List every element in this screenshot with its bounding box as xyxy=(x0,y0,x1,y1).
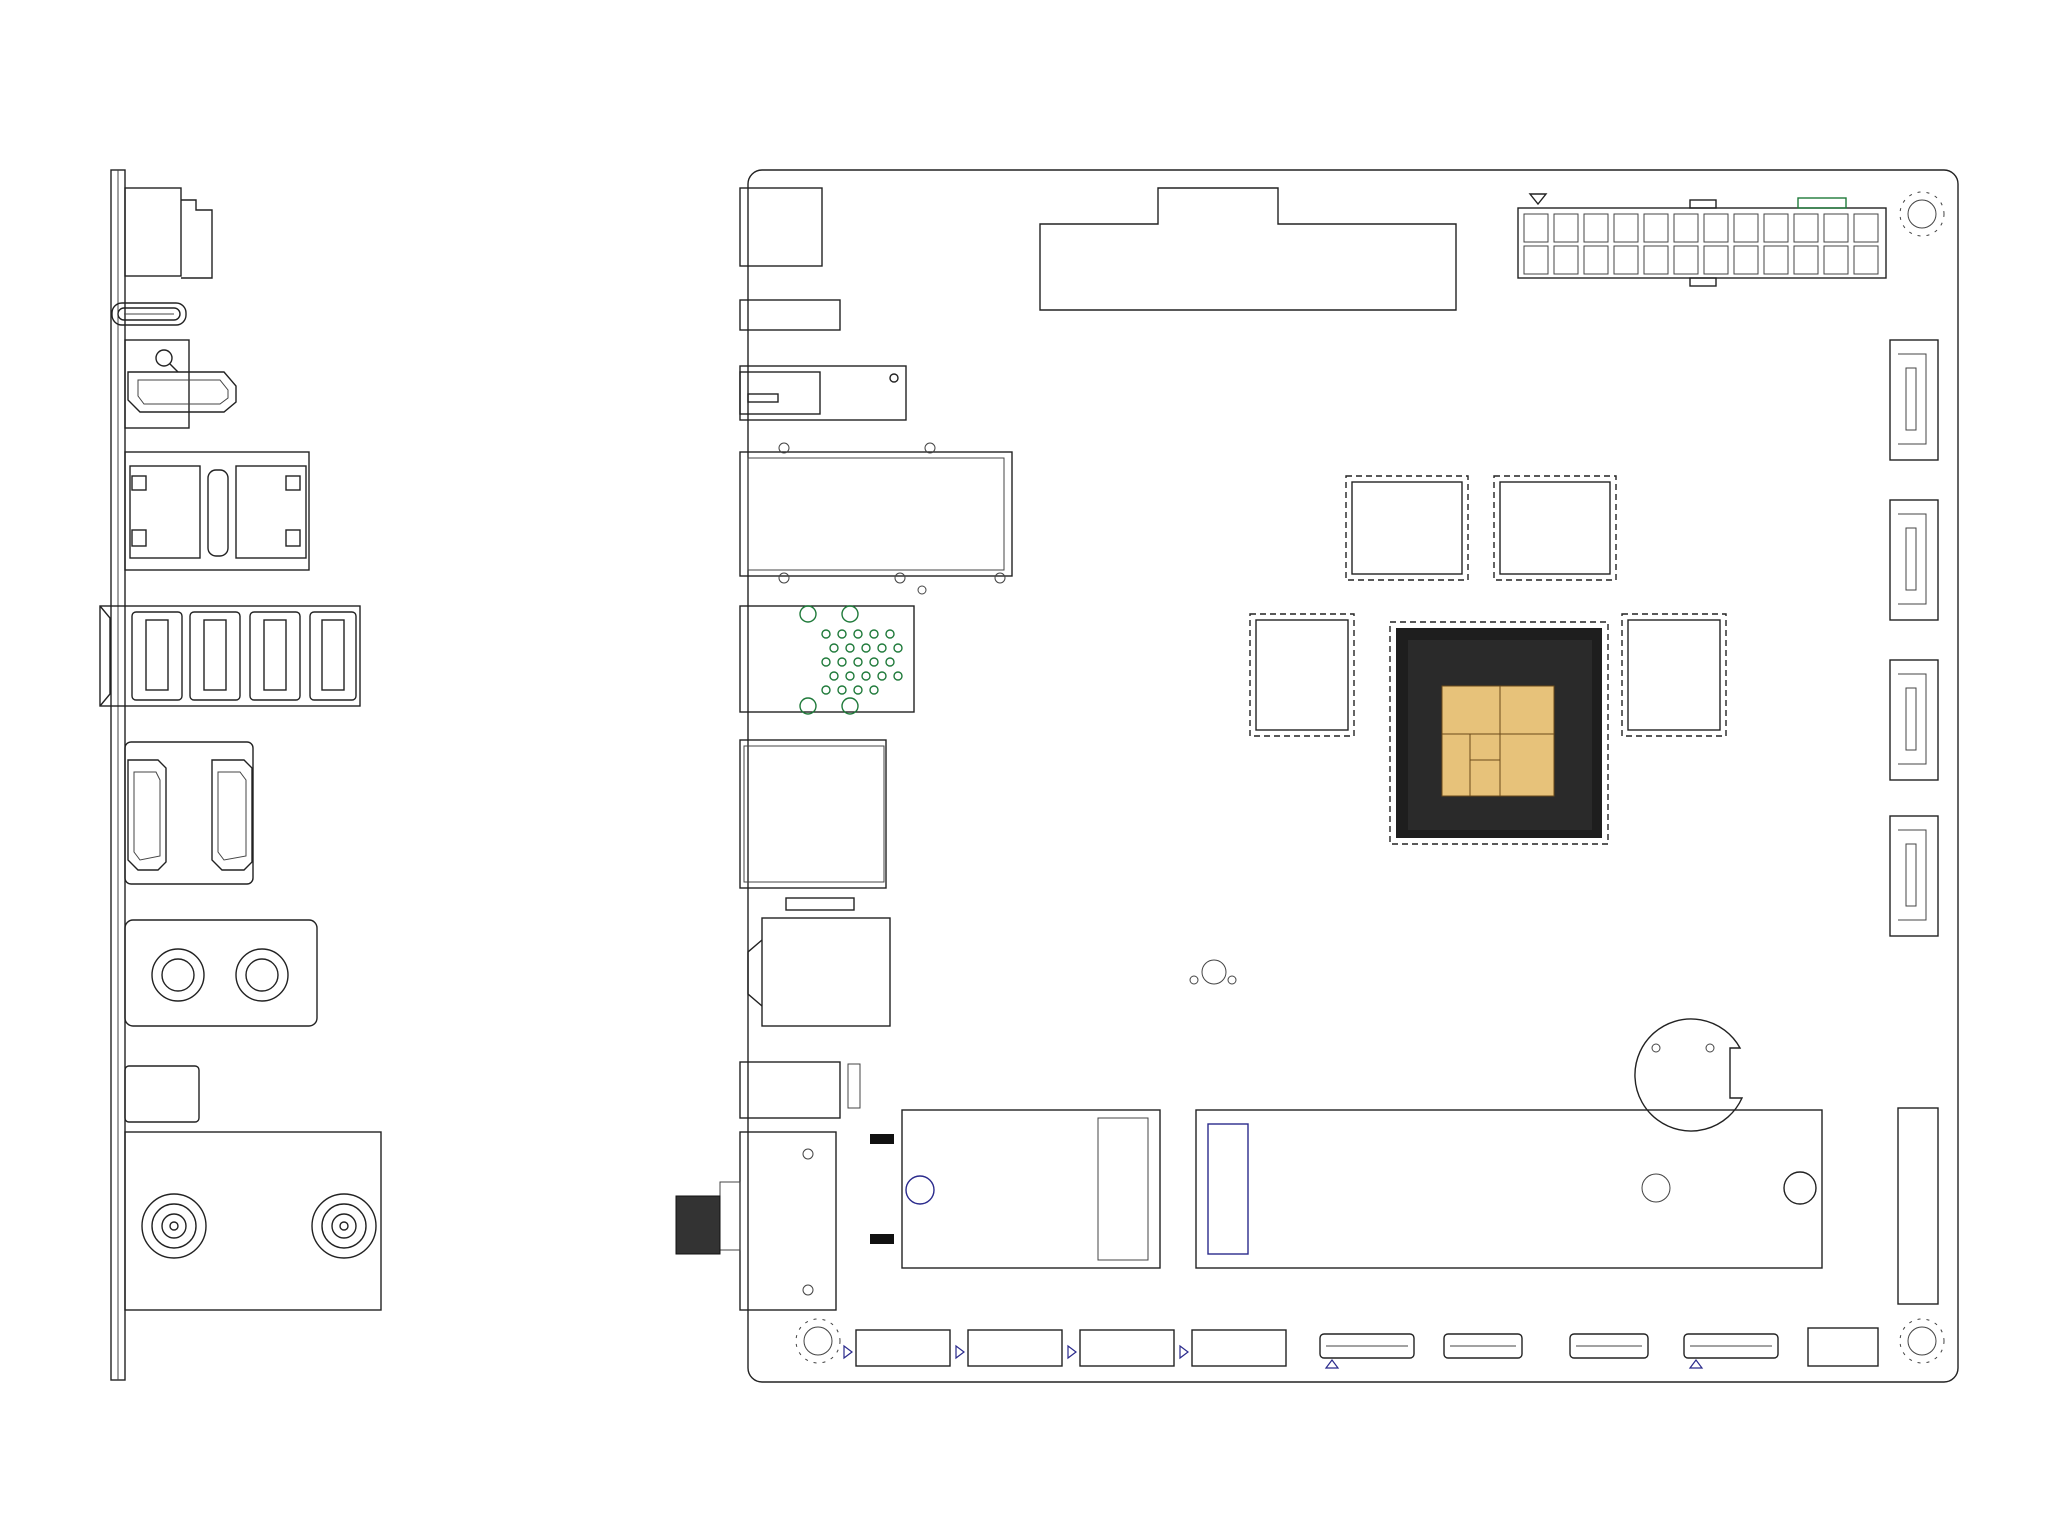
right-edge-header xyxy=(1897,1107,1939,1305)
audio-top xyxy=(747,917,891,1027)
usb-stack-top xyxy=(739,605,915,715)
dual-sma-antenna xyxy=(124,1131,382,1311)
side-view xyxy=(99,169,382,1381)
small-fpc-connector xyxy=(1807,1327,1879,1367)
small-holes xyxy=(1189,959,1237,985)
memory-chip-1 xyxy=(1345,475,1469,581)
usb-c-port xyxy=(111,302,187,326)
dual-rj45-port xyxy=(124,451,310,571)
atx-power-connector xyxy=(1517,193,1887,287)
m2-slot-2 xyxy=(1195,1109,1823,1269)
coin-battery xyxy=(1634,1018,1744,1132)
fpc-connector-1 xyxy=(1319,1333,1415,1369)
soc-package xyxy=(1389,621,1609,845)
quad-usb-a-port xyxy=(99,605,361,707)
magnifier-icon xyxy=(155,349,173,367)
memory-chip-4 xyxy=(1621,613,1727,737)
mounting-hole-bottom-right xyxy=(1899,1318,1945,1364)
board-outline xyxy=(747,169,1959,1383)
memory-chip-2 xyxy=(1493,475,1617,581)
wide-top-connector xyxy=(1039,187,1457,311)
dual-audio-jack xyxy=(124,919,318,1027)
sma-top xyxy=(675,1131,837,1311)
sata-port-1 xyxy=(1889,339,1939,461)
header-block-2 xyxy=(955,1329,1063,1367)
fpc-connector-4 xyxy=(1683,1333,1779,1369)
sata-port-3 xyxy=(1889,659,1939,781)
mounting-hole-top-right xyxy=(1899,191,1945,237)
header-block-3 xyxy=(1067,1329,1175,1367)
small-header-top xyxy=(739,1061,861,1119)
sata-port-4 xyxy=(1889,815,1939,937)
dual-hdmi-port xyxy=(124,741,254,885)
soc-die xyxy=(1441,685,1555,797)
memory-chip-3 xyxy=(1249,613,1355,737)
hdmi-dual-top xyxy=(739,739,887,911)
fpc-connector-3 xyxy=(1569,1333,1649,1359)
header-block-1 xyxy=(843,1329,951,1367)
top-view xyxy=(675,169,1959,1383)
side-small-block xyxy=(124,1065,200,1123)
fpc-connector-2 xyxy=(1443,1333,1523,1359)
hdmi-port xyxy=(124,339,237,429)
mounting-hole-bottom-left xyxy=(795,1318,841,1364)
side-top-connector xyxy=(124,187,213,279)
rj45-top xyxy=(739,442,1013,595)
m2-slot-1 xyxy=(870,1109,1161,1269)
hdmi-top xyxy=(739,365,907,421)
header-block-4 xyxy=(1179,1329,1287,1367)
sata-port-2 xyxy=(1889,499,1939,621)
rear-io-top-view xyxy=(675,187,1013,1311)
